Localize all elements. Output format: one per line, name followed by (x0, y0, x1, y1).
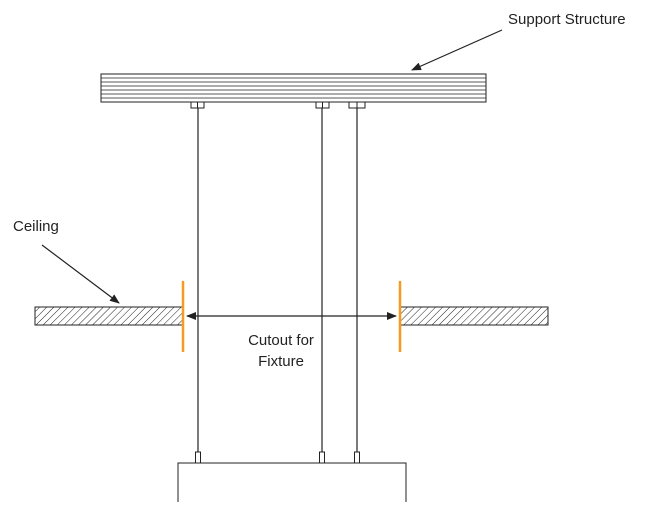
beam-mount-left (190, 101, 205, 109)
fixture-housing (177, 462, 407, 502)
ceiling-label: Ceiling (13, 218, 59, 235)
cutout-label-line1: Cutout for (248, 332, 314, 349)
ceiling-leader-arrow (41, 244, 120, 304)
support-structure-beam (100, 73, 487, 103)
cable-gripper-right (354, 451, 360, 464)
beam-mount-middle (315, 101, 330, 109)
cable-gripper-left (195, 451, 201, 464)
support-structure-leader-arrow (411, 29, 503, 71)
ceiling-slab-right (399, 306, 549, 326)
cable-gripper-middle (319, 451, 325, 464)
ceiling-slab-left (34, 306, 184, 326)
cutout-label-line2: Fixture (258, 353, 304, 370)
support-structure-label: Support Structure (508, 11, 626, 28)
beam-mount-right (348, 101, 366, 109)
